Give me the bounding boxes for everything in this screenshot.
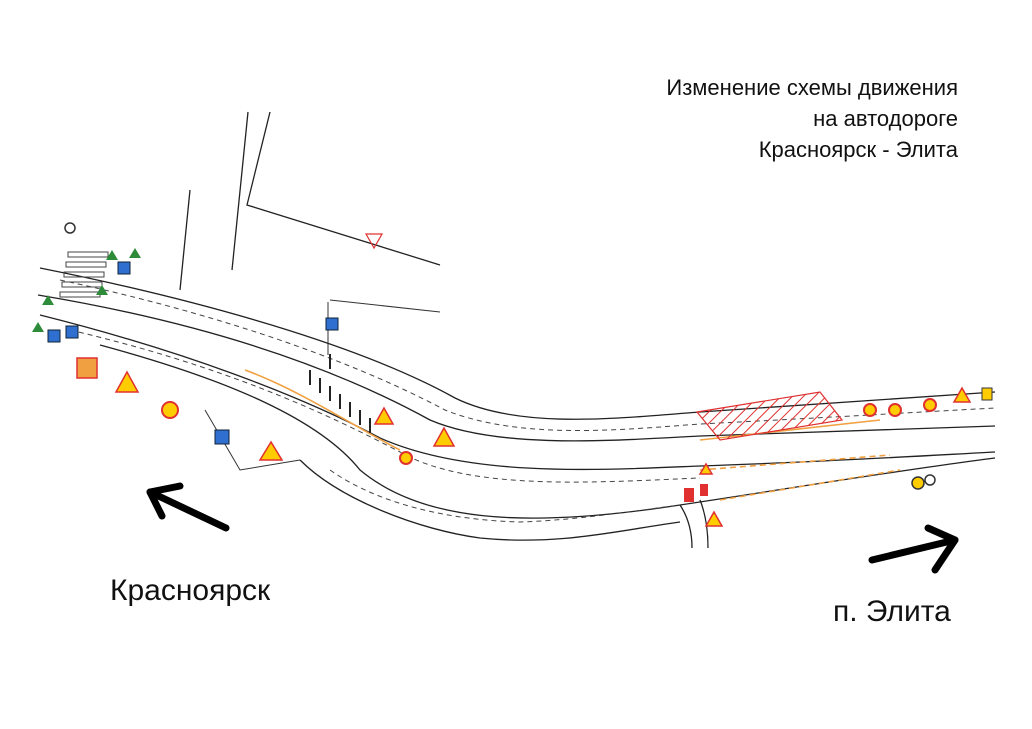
info-sign-icon	[214, 429, 230, 445]
info-sign-icon	[76, 357, 98, 379]
right-junction	[679, 499, 709, 549]
title-line-3: Красноярск - Элита	[758, 137, 958, 162]
info-sign-icon	[47, 329, 61, 343]
warning-sign-icon	[704, 510, 724, 527]
tree-icon	[129, 248, 141, 258]
direction-arrow-icon	[868, 524, 959, 574]
speed-limit-sign-icon	[863, 403, 877, 417]
main-road	[37, 267, 996, 541]
speed-limit-sign-icon	[923, 398, 937, 412]
direction-label-krasnoyarsk: Красноярск	[110, 574, 271, 607]
restriction-sign-icon	[684, 488, 694, 502]
scheme-title: Изменение схемы движения на автодороге К…	[666, 72, 958, 165]
speed-limit-sign-icon	[399, 451, 413, 465]
speed-limit-sign-icon	[911, 476, 925, 490]
warning-sign-icon	[258, 440, 284, 461]
direction-arrow-icon	[146, 482, 230, 532]
restriction-sign-icon	[700, 484, 708, 496]
speed-limit-sign-icon	[888, 403, 902, 417]
construction-marks	[244, 369, 901, 501]
tree-icon	[42, 295, 54, 305]
warning-sign-icon	[698, 462, 714, 475]
info-sign-icon	[117, 261, 131, 275]
road-signs	[47, 222, 993, 527]
info-sign-icon	[65, 325, 79, 339]
speed-limit-sign-icon	[161, 401, 179, 419]
info-sign-icon	[325, 317, 339, 331]
trees	[32, 248, 141, 332]
restriction-sign-icon	[64, 222, 76, 234]
tree-icon	[96, 285, 108, 295]
direction-arrows	[146, 482, 959, 574]
title-line-2: на автодороге	[813, 106, 958, 131]
warning-sign-icon	[114, 370, 140, 393]
warning-sign-icon	[952, 386, 972, 403]
warning-sign-icon	[432, 426, 456, 447]
direction-label-elita: п. Элита	[833, 595, 951, 628]
tree-icon	[106, 250, 118, 260]
warning-sign-icon	[981, 387, 993, 401]
hatched-closed-zone	[695, 391, 844, 441]
title-line-1: Изменение схемы движения	[666, 75, 958, 100]
tree-icon	[32, 322, 44, 332]
cones	[309, 354, 371, 433]
side-roads	[179, 111, 441, 355]
restriction-sign-icon	[924, 474, 936, 486]
warning-sign-icon	[373, 406, 395, 425]
yield-sign-icon	[364, 233, 384, 250]
